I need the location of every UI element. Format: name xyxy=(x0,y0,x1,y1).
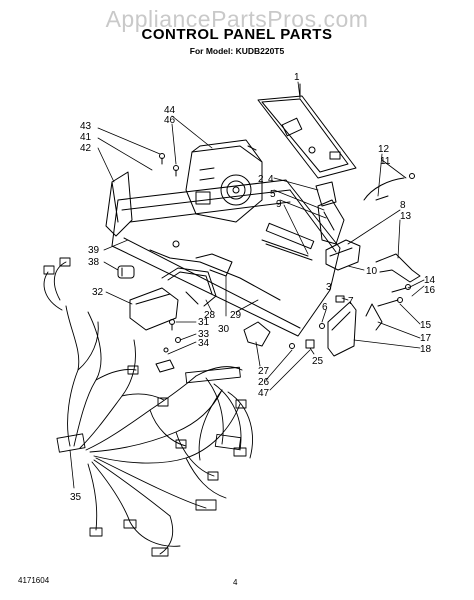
callout-3: 3 xyxy=(326,282,332,293)
callout-41: 41 xyxy=(80,132,92,143)
callout-31: 31 xyxy=(198,317,210,328)
screw-43-part xyxy=(159,153,165,165)
callout-39: 39 xyxy=(88,245,100,256)
callout-42: 42 xyxy=(80,143,92,154)
callout-44: 44 xyxy=(164,105,176,116)
callout-4: 4 xyxy=(268,174,274,185)
fastener-15-part xyxy=(377,297,403,307)
callout-17: 17 xyxy=(420,333,432,344)
callout-46: 46 xyxy=(164,115,176,126)
screw-47-part xyxy=(289,343,295,349)
screw-6-part xyxy=(319,323,325,329)
leader-lines xyxy=(69,81,425,489)
wiring-harness-part xyxy=(43,257,253,557)
callout-16: 16 xyxy=(424,285,436,296)
callout-18: 18 xyxy=(420,344,432,355)
page-title: CONTROL PANEL PARTS xyxy=(141,26,333,43)
bracket-17-part xyxy=(365,303,383,331)
screw-46-part xyxy=(173,165,179,177)
callout-6: 6 xyxy=(322,302,328,313)
callout-9: 9 xyxy=(276,199,282,210)
callout-47: 47 xyxy=(258,388,270,399)
callout-28: 28 xyxy=(204,310,216,321)
knob-part xyxy=(117,265,135,279)
callout-8: 8 xyxy=(400,200,406,211)
switch-bracket-part xyxy=(261,181,345,261)
right-end-cap-part xyxy=(327,301,357,357)
clip-part xyxy=(195,253,233,277)
callout-25: 25 xyxy=(312,356,324,367)
callout-32: 32 xyxy=(92,287,104,298)
screw-25-part xyxy=(305,339,315,349)
watermark: AppliancePartsPros.com xyxy=(105,6,369,32)
timer-module-part xyxy=(185,139,263,223)
latch-bracket-part xyxy=(161,267,217,307)
spring-part xyxy=(363,173,415,201)
callout-30: 30 xyxy=(218,324,230,335)
callout-5: 5 xyxy=(270,189,276,200)
callout-34: 34 xyxy=(198,338,210,349)
document-number: 4171604 xyxy=(18,576,50,585)
switch-part xyxy=(325,239,361,271)
dispenser-housing-part xyxy=(129,287,179,331)
clip-3-part xyxy=(335,295,345,303)
callout-labels: 1 2 4 5 9 12 11 8 13 10 14 16 7 15 17 18… xyxy=(70,72,436,503)
actuator-arm-part xyxy=(375,253,421,283)
callout-1: 1 xyxy=(294,72,300,83)
callout-12: 12 xyxy=(378,144,390,155)
callout-10: 10 xyxy=(366,266,378,277)
callout-14: 14 xyxy=(424,275,436,286)
callout-33: 33 xyxy=(198,329,210,340)
model-subtitle: For Model: KUDB220T5 xyxy=(189,46,285,56)
circuit-board-part xyxy=(257,83,357,179)
lever-part xyxy=(243,321,271,347)
fastener-34-part xyxy=(155,347,175,373)
callout-29: 29 xyxy=(230,310,242,321)
page-number: 4 xyxy=(233,578,238,587)
callout-13: 13 xyxy=(400,211,412,222)
callout-11: 11 xyxy=(380,156,391,167)
callout-26: 26 xyxy=(258,377,270,388)
callout-27: 27 xyxy=(258,366,270,377)
callout-38: 38 xyxy=(88,257,100,268)
fastener-31-part xyxy=(169,319,175,331)
callout-43: 43 xyxy=(80,121,92,132)
callout-15: 15 xyxy=(420,320,432,331)
callout-2: 2 xyxy=(258,174,264,185)
left-end-cap-part xyxy=(105,171,133,237)
callout-35: 35 xyxy=(70,492,82,503)
callout-7: 7 xyxy=(348,296,354,307)
